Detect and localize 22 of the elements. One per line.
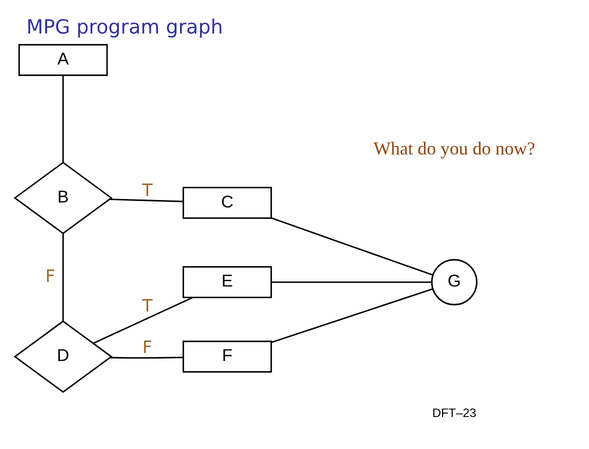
connector [62, 233, 64, 322]
edge-label: F [142, 338, 152, 358]
connector [62, 76, 64, 162]
node-circle: G [430, 258, 477, 306]
connector [92, 297, 192, 344]
node-diamond: D [13, 320, 112, 393]
edge-label: T [142, 180, 152, 201]
connector [110, 356, 183, 359]
node-diamond: B [13, 162, 112, 234]
edge-label: T [142, 296, 152, 317]
label: What do you do now? [372, 138, 535, 159]
node-box: E [182, 266, 272, 298]
diagram-title: MPG program graph [26, 16, 223, 39]
node-box: F [182, 340, 272, 373]
node-box: A [18, 44, 108, 76]
connector [109, 198, 183, 202]
connector [270, 288, 432, 344]
connector [270, 281, 432, 283]
label: DFT–23 [432, 406, 476, 420]
edge-label: F [44, 266, 55, 287]
connector [270, 217, 432, 276]
node-box: C [182, 186, 272, 219]
